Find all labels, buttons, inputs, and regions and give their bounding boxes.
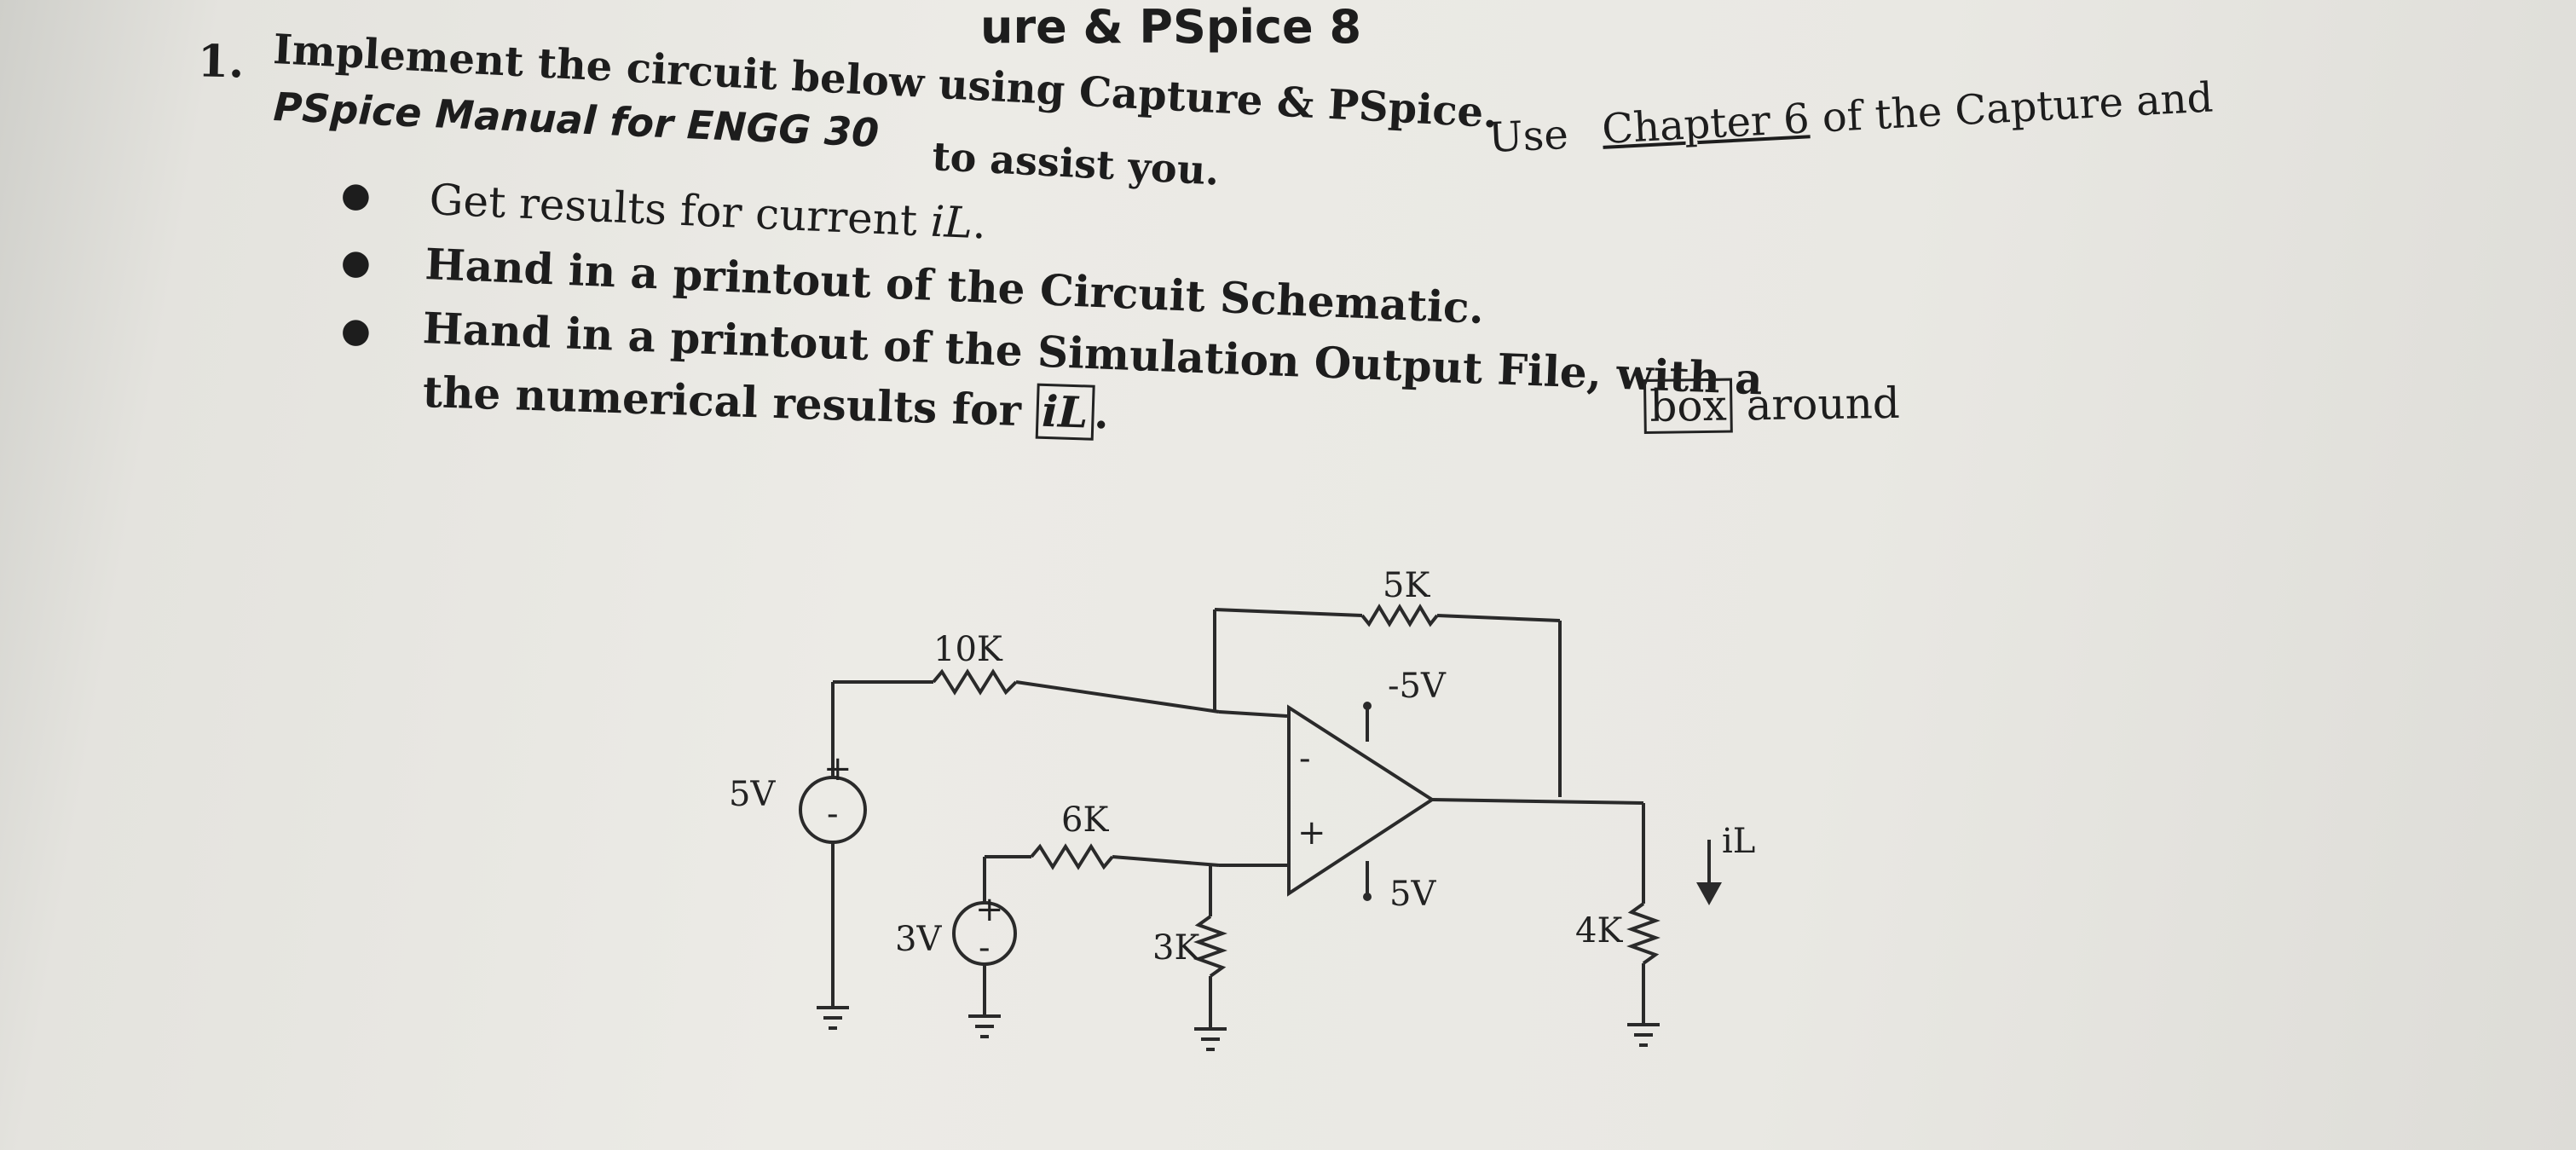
label-3v: 3V <box>895 920 942 959</box>
label-5v: 5V <box>729 775 776 814</box>
bullet-dot-2: ● <box>341 243 371 282</box>
current-arrow-head <box>1696 882 1722 905</box>
source-5v-minus: - <box>827 795 839 834</box>
label-10k: 10K <box>933 630 1003 669</box>
label-5k: 5K <box>1383 566 1430 605</box>
op-amp <box>1287 704 1435 897</box>
page-header: ure & PSpice 8 <box>980 0 1362 54</box>
label-4k: 4K <box>1575 911 1623 951</box>
resistor-10k <box>932 668 1018 696</box>
resistor-4k <box>1626 902 1661 965</box>
opamp-noninverting-sign: + <box>1297 813 1326 852</box>
resistor-5k <box>1360 604 1439 627</box>
source-5v-plus: + <box>823 749 852 789</box>
source-3v-plus: + <box>975 890 1004 929</box>
bullet-dot-3: ● <box>341 311 371 350</box>
resistor-3k <box>1193 915 1227 978</box>
label-pos-supply: 5V <box>1389 875 1436 914</box>
bullet-dot-1: ● <box>341 176 371 215</box>
source-3v-minus: - <box>979 928 991 968</box>
label-6k: 6K <box>1061 800 1109 840</box>
opamp-inverting-sign: - <box>1299 739 1311 778</box>
resistor-6k <box>1030 843 1114 870</box>
ground-symbols <box>817 1006 1660 1051</box>
label-3k: 3K <box>1152 928 1200 968</box>
label-neg-supply: -5V <box>1388 667 1447 706</box>
label-current-il: iL <box>1722 822 1755 861</box>
